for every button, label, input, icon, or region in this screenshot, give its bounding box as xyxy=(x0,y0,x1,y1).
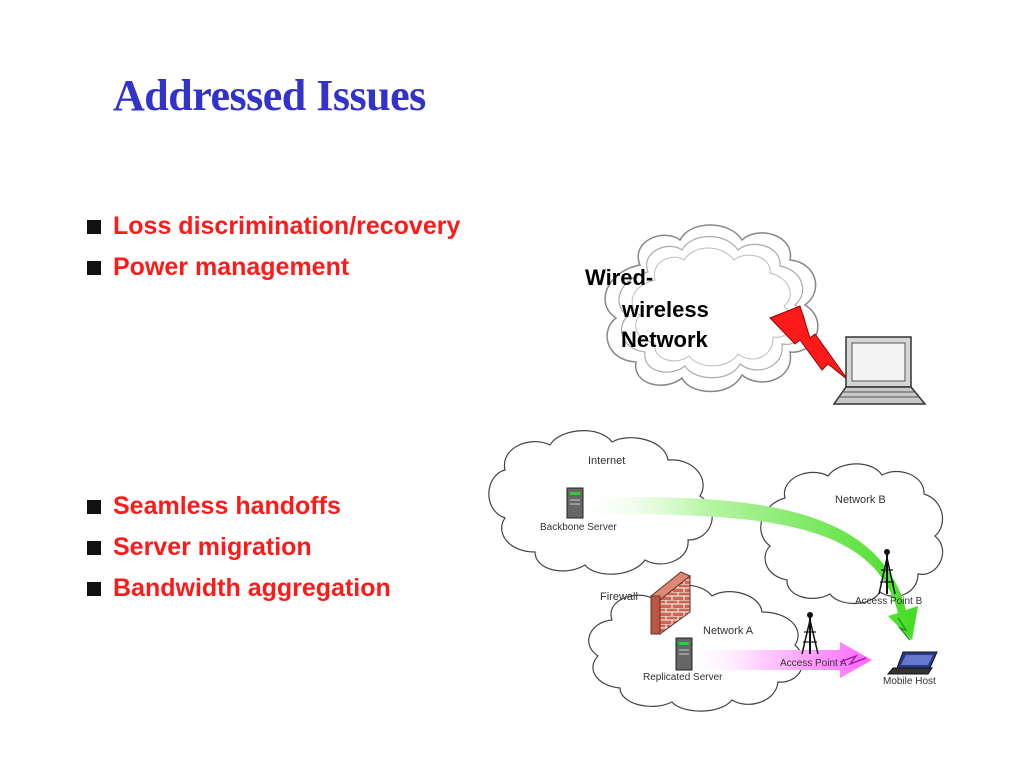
network-a-cloud-icon xyxy=(588,584,804,712)
cloud-icon xyxy=(604,224,819,393)
access-point-b-tower-icon xyxy=(878,549,896,595)
cloud-label-line3: Network xyxy=(621,327,709,352)
bullet-item: Loss discrimination/recovery xyxy=(86,210,486,243)
bullet-text: Server migration xyxy=(113,533,312,561)
bullet-text: Seamless handoffs xyxy=(113,492,341,520)
lightning-bolt-icon xyxy=(769,305,849,381)
bullet-list-top: Loss discrimination/recovery Power manag… xyxy=(86,210,486,292)
green-handoff-arrow xyxy=(585,497,918,640)
pink-arrow xyxy=(690,642,872,678)
cloud-label-line2: wireless xyxy=(621,297,709,322)
square-bullet-icon xyxy=(87,500,101,514)
wireless-signal-a-icon xyxy=(839,654,867,666)
bullet-text: Power management xyxy=(113,253,350,281)
firewall-icon xyxy=(650,571,691,635)
network-b-label: Network B xyxy=(835,494,886,506)
bullet-text: Loss discrimination/recovery xyxy=(113,212,461,240)
wireless-signal-b-icon xyxy=(897,617,911,641)
replicated-server-label: Replicated Server xyxy=(643,672,723,683)
bullet-item: Power management xyxy=(86,251,486,284)
square-bullet-icon xyxy=(87,261,101,275)
access-point-a-tower-icon xyxy=(801,612,819,655)
access-point-a-label: Access Point A xyxy=(780,658,847,669)
bullet-item: Seamless handoffs xyxy=(86,490,486,523)
bullet-list-bottom: Seamless handoffs Server migration Bandw… xyxy=(86,490,486,613)
square-bullet-icon xyxy=(87,220,101,234)
bullet-item: Bandwidth aggregation xyxy=(86,572,486,605)
slide-title: Addressed Issues xyxy=(113,71,426,120)
mobile-host-laptop-icon xyxy=(886,651,938,675)
replicated-server-icon xyxy=(675,637,693,671)
network-a-label: Network A xyxy=(703,625,754,637)
access-point-b-label: Access Point B xyxy=(855,596,923,607)
bullet-text: Bandwidth aggregation xyxy=(113,574,391,602)
square-bullet-icon xyxy=(87,541,101,555)
bullet-item: Server migration xyxy=(86,531,486,564)
laptop-icon xyxy=(832,336,927,405)
backbone-server-label: Backbone Server xyxy=(540,522,617,533)
internet-label: Internet xyxy=(588,455,625,467)
mobile-host-label: Mobile Host xyxy=(883,676,936,687)
cloud-label-line1: Wired- xyxy=(585,265,653,290)
firewall-label: Firewall xyxy=(600,591,638,603)
network-b-cloud-icon xyxy=(760,463,944,604)
backbone-server-icon xyxy=(566,487,584,519)
square-bullet-icon xyxy=(87,582,101,596)
